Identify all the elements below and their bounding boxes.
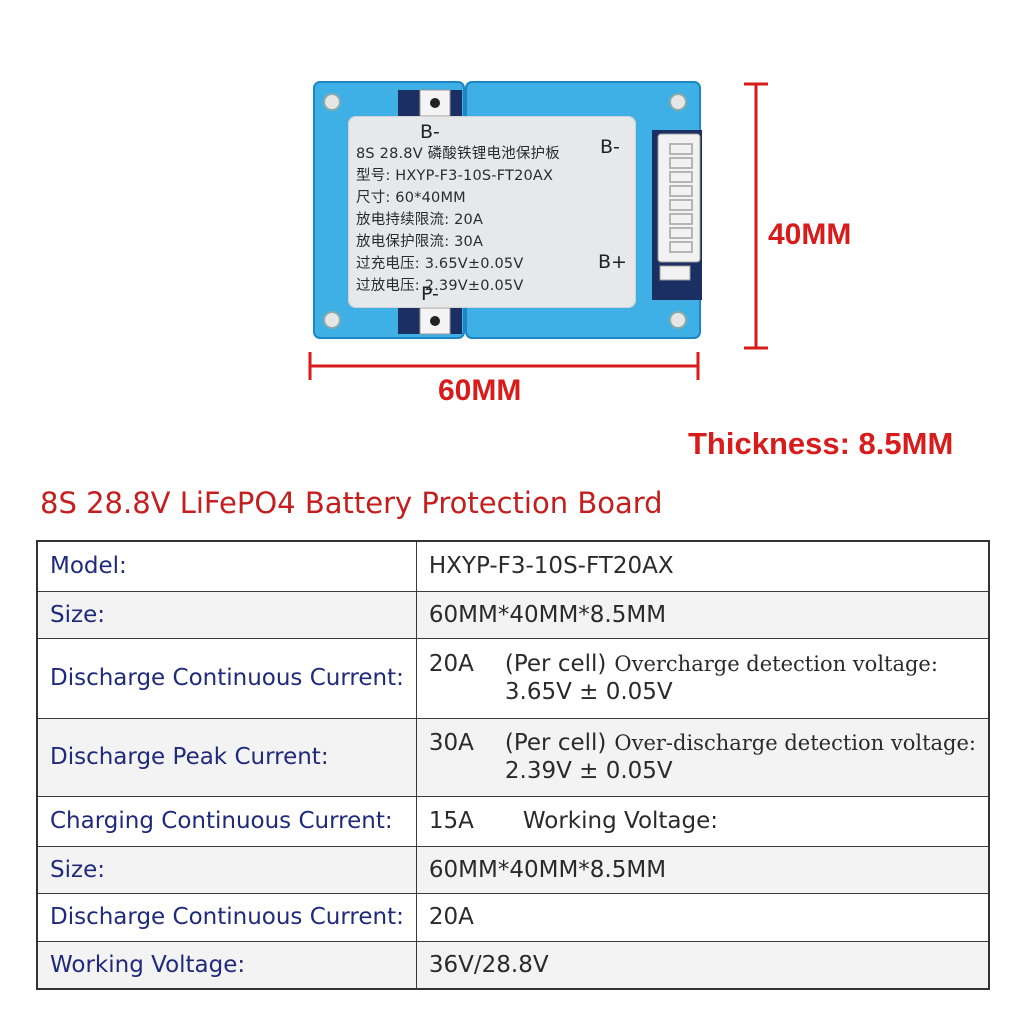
spec-value: 60MM*40MM*8.5MM <box>415 590 990 639</box>
sticker-line: 放电保护限流: 30A <box>356 234 484 250</box>
spec-value-group: 20A (Per cell) Overcharge detection voltag… <box>415 637 990 719</box>
spec-value: 60MM*40MM*8.5MM <box>415 845 990 894</box>
sticker-line: 过充电压: 3.65V±0.05V <box>356 256 524 272</box>
spec-value: HXYP-F3-10S-FT20AX <box>415 540 990 592</box>
spec-detect-label: Over-discharge detection voltage: <box>614 731 976 755</box>
pin-label-b-minus-top: B- <box>420 121 440 143</box>
mount-hole-tl <box>323 93 341 111</box>
connector-latch <box>659 265 691 281</box>
thickness-label: Thickness: 8.5MM <box>688 426 954 461</box>
spec-extra: Working Voltage: <box>522 808 719 834</box>
width-dimension-label: 60MM <box>438 374 522 407</box>
spec-key: Working Voltage: <box>36 940 417 990</box>
pin-label-b-plus: B+ <box>598 251 627 273</box>
height-dimension-marker <box>744 82 768 350</box>
spec-key: Size: <box>36 590 417 639</box>
spec-value-group: 30A (Per cell) Over-discharge detection vo… <box>415 717 990 797</box>
spec-value-group: 15A Working Voltage: <box>415 795 990 847</box>
terminal-hole-bottom <box>430 316 440 326</box>
spec-key: Size: <box>36 845 417 894</box>
spec-key: Discharge Continuous Current: <box>36 637 417 719</box>
table-row: Discharge Continuous Current: 20A (Per ce… <box>36 637 990 719</box>
spec-key: Model: <box>36 540 417 592</box>
mount-hole-br <box>669 311 687 329</box>
terminal-hole-top <box>430 98 440 108</box>
table-row: Discharge Continuous Current: 20A <box>36 892 990 942</box>
pin-label-b-minus-right: B- <box>600 136 620 158</box>
sticker-line: 8S 28.8V 磷酸铁锂电池保护板 <box>356 146 560 162</box>
mount-hole-tr <box>669 93 687 111</box>
spec-note: (Per cell) <box>504 651 607 677</box>
width-dimension-marker <box>308 352 700 380</box>
product-title: 8S 28.8V LiFePO4 Battery Protection Boar… <box>40 486 663 520</box>
table-row: Charging Continuous Current: 15A Working … <box>36 795 990 847</box>
balance-connector <box>657 133 701 263</box>
table-row: Discharge Peak Current: 30A (Per cell) Ove… <box>36 717 990 797</box>
board-label-sticker: 8S 28.8V 磷酸铁锂电池保护板 型号: HXYP-F3-10S-FT20A… <box>348 116 636 308</box>
spec-value: 30A <box>428 730 474 756</box>
sticker-line: 过放电压: 2.39V±0.05V <box>356 278 524 294</box>
spec-tolerance: 3.65V ± 0.05V <box>504 679 673 705</box>
sticker-line: 尺寸: 60*40MM <box>356 190 466 206</box>
spec-note: (Per cell) <box>504 730 607 756</box>
table-row: Size: 60MM*40MM*8.5MM <box>36 845 990 894</box>
spec-value: 36V/28.8V <box>415 940 990 990</box>
spec-value: 20A <box>415 892 990 942</box>
table-row: Working Voltage: 36V/28.8V <box>36 940 990 990</box>
sticker-line: 放电持续限流: 20A <box>356 212 484 228</box>
spec-key: Discharge Peak Current: <box>36 717 417 797</box>
spec-value: 15A <box>428 808 474 834</box>
table-row: Size: 60MM*40MM*8.5MM <box>36 590 990 639</box>
spec-table: Model: HXYP-F3-10S-FT20AX Size: 60MM*40M… <box>36 540 990 990</box>
mount-hole-bl <box>323 311 341 329</box>
spec-tolerance: 2.39V ± 0.05V <box>504 758 673 784</box>
spec-value: 20A <box>428 651 474 677</box>
table-row: Model: HXYP-F3-10S-FT20AX <box>36 540 990 592</box>
spec-key: Discharge Continuous Current: <box>36 892 417 942</box>
height-dimension-label: 40MM <box>768 218 852 251</box>
spec-key: Charging Continuous Current: <box>36 795 417 847</box>
connector-pins <box>669 143 693 253</box>
sticker-line: 型号: HXYP-F3-10S-FT20AX <box>356 168 554 184</box>
spec-detect-label: Overcharge detection voltage: <box>614 652 938 676</box>
pin-label-p-minus: P- <box>421 283 439 305</box>
